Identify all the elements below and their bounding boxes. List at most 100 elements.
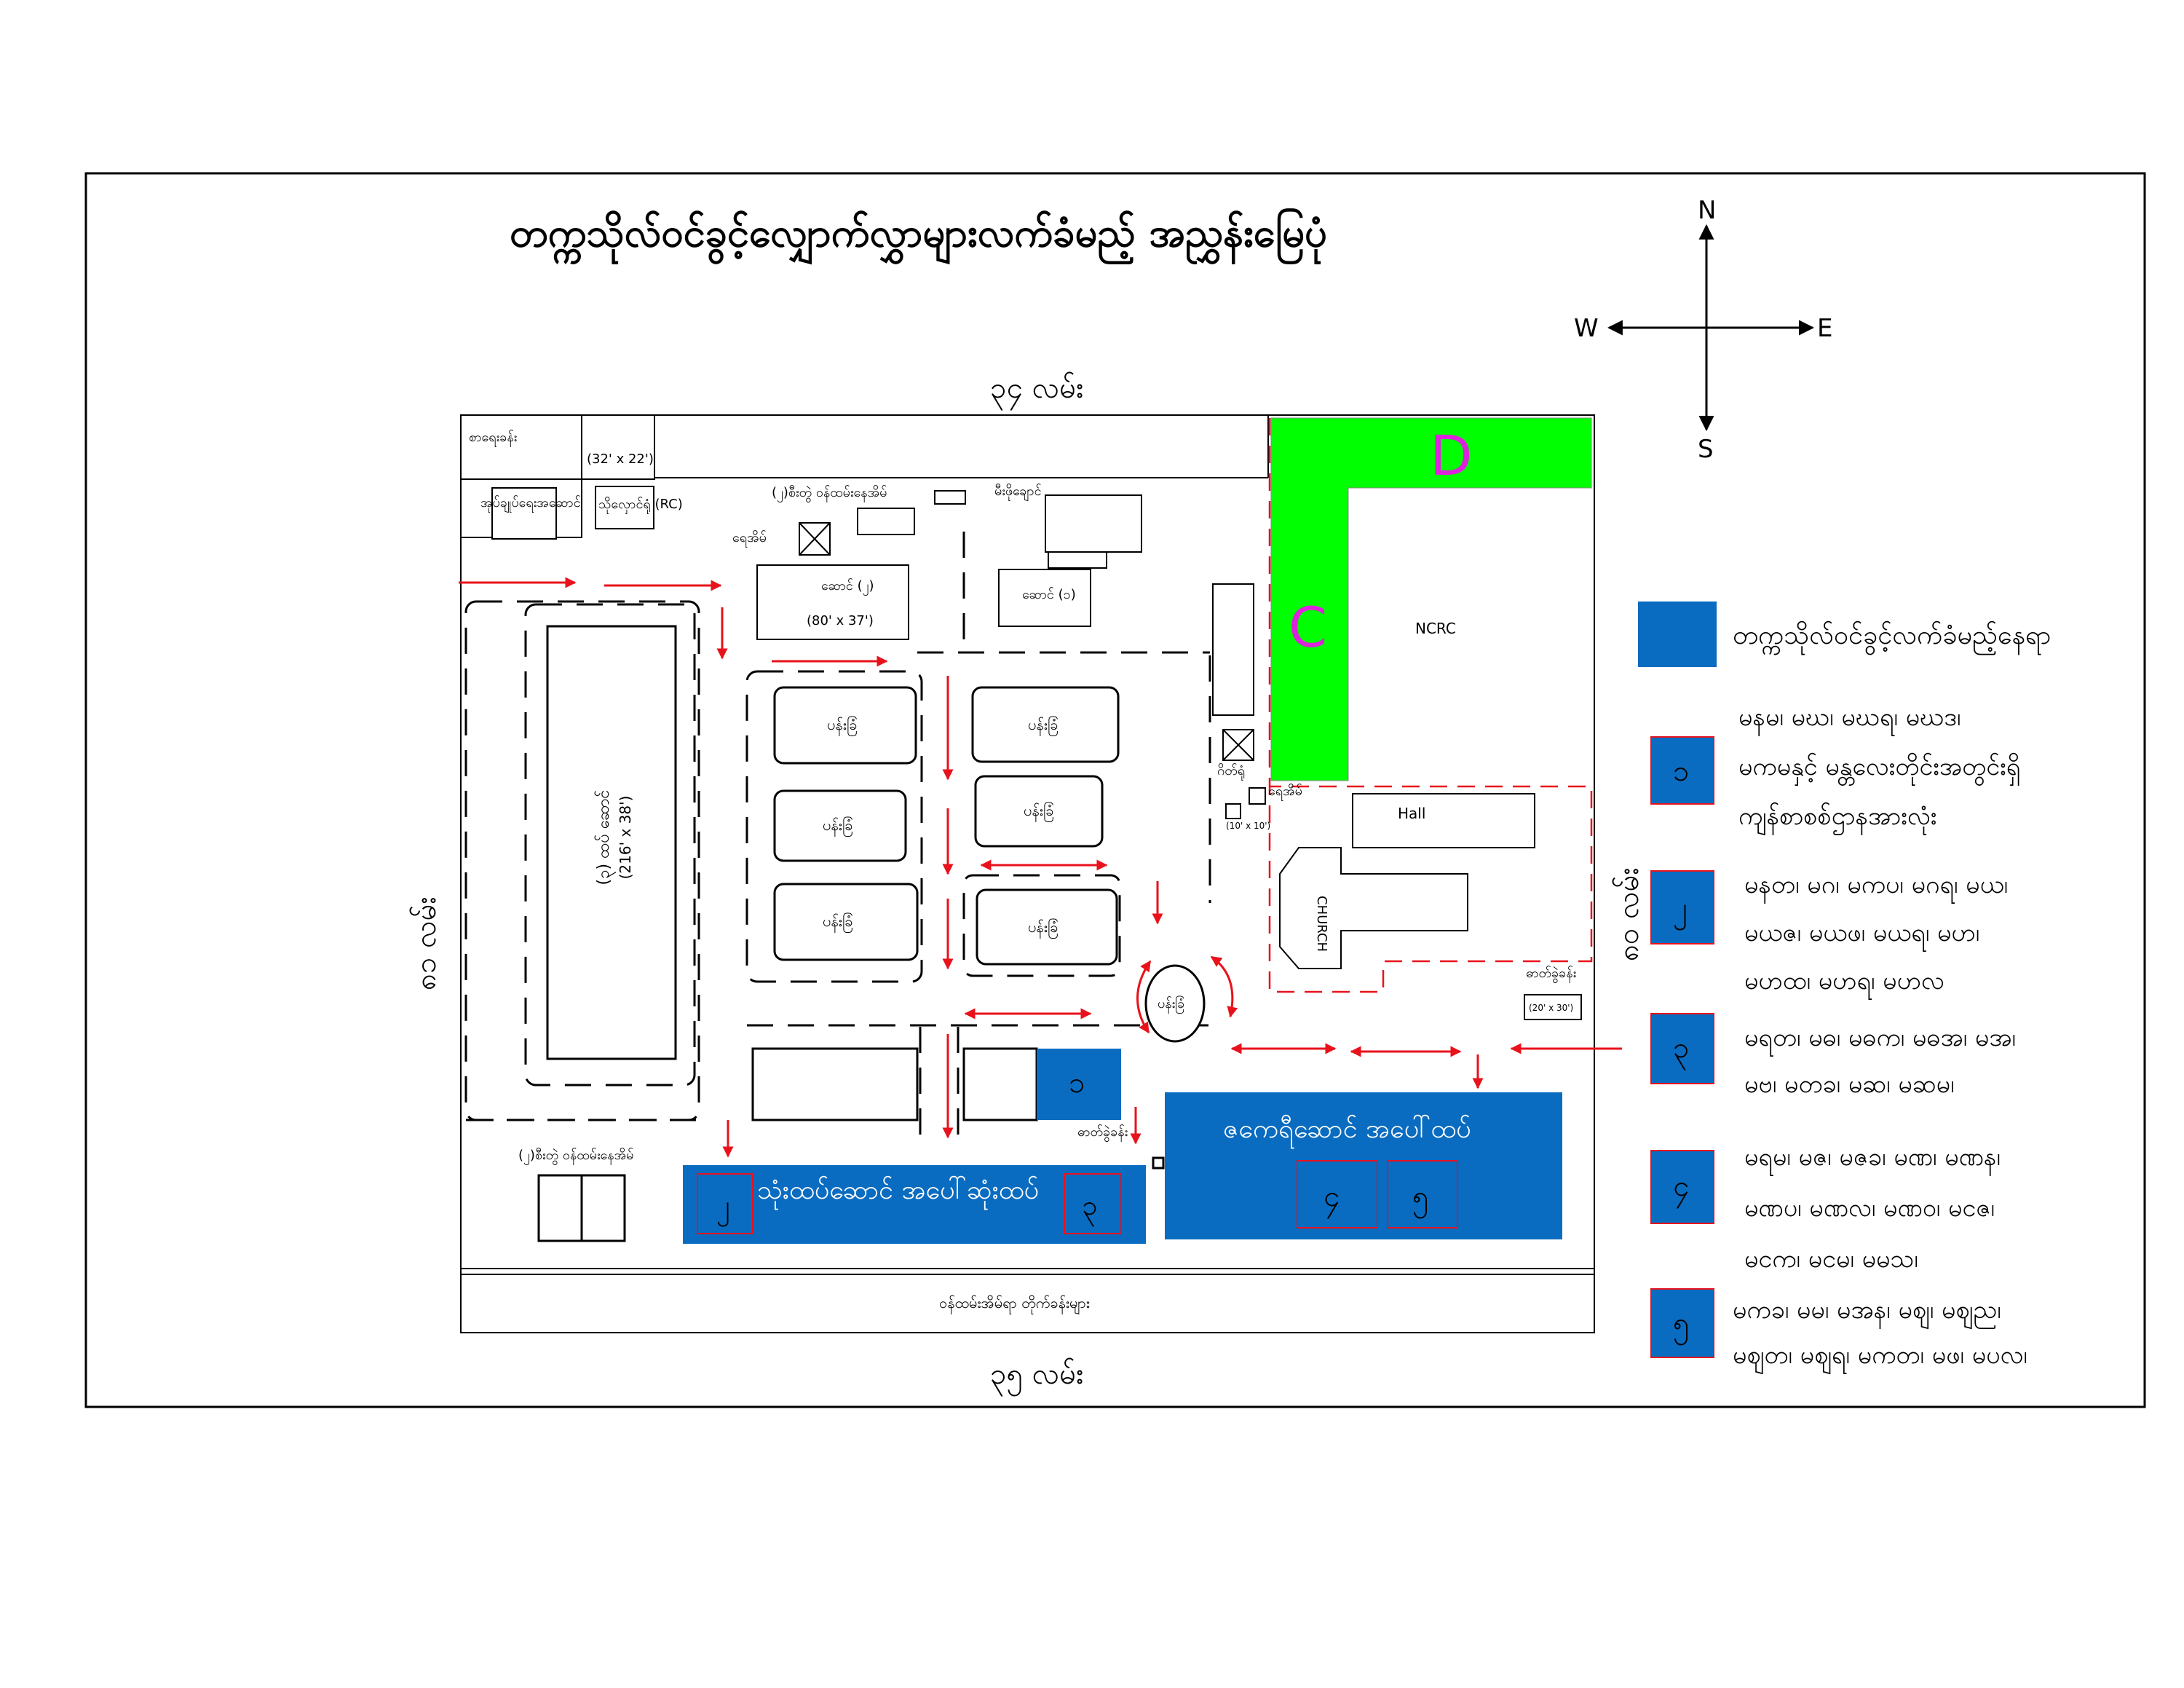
road-east-label: ၈၀ လမ်း	[1612, 867, 1645, 961]
blue-block-2-label: သုံးထပ်ဆောင် အပေါ်ဆုံးထပ်	[757, 1175, 1039, 1210]
zone-c-d-green	[1270, 417, 1592, 781]
garden-3-label: ပန်းခြံ	[823, 912, 852, 933]
garden-1-label: ပန်းခြံ	[827, 716, 857, 736]
inner-roads	[464, 532, 1211, 1136]
blue-block-3: ဇကေရီဆောင် အပေါ်ထပ် ၄ ၅	[1165, 1092, 1562, 1239]
building-hall-2	[756, 564, 909, 640]
garden-1	[773, 686, 917, 765]
building-topleft-c	[491, 487, 557, 540]
quarters-bottom-label: ဝန်ထမ်းအိမ်ရာ တိုက်ခန်းများ	[939, 1294, 1090, 1314]
legend-4-line-2: မဏပ၊ မဏလ၊ မဏဝ၊ မငဇ၊	[1744, 1194, 1995, 1223]
garden-6	[976, 888, 1118, 966]
label-guard: ဂိတ်ရုံ	[1217, 763, 1245, 781]
compass-rose	[1607, 224, 1815, 432]
garden-6-label: ပန်းခြံ	[1028, 918, 1058, 939]
label-kitchen: မီးဖိုချောင်	[994, 484, 1042, 501]
legend-4-line-3: မငက၊ မငမ၊ မမသ၊	[1744, 1245, 1918, 1274]
label-store: ဓာတ်ခွဲခန်း	[1526, 966, 1576, 983]
garden-3	[773, 883, 919, 961]
legend-box-1	[1650, 736, 1714, 805]
legend-1-line-1: မနမ၊ မဃ၊ မဃရ၊ မဃဒ၊	[1738, 703, 1961, 736]
garden-2	[773, 789, 907, 862]
label-hall-1: ဆောင် (၁)	[1022, 587, 1076, 602]
blue-block-3-label: ဇကေရီဆောင် အပေါ်ထပ်	[1223, 1114, 1471, 1149]
label-toilet-2: ရေအိမ်	[1268, 784, 1302, 801]
legend-box-3	[1650, 1013, 1714, 1084]
garden-4-label: ပန်းခြံ	[1028, 716, 1058, 736]
garden-5-label: ပန်းခြံ	[1024, 802, 1053, 822]
church-label: CHURCH	[1314, 896, 1329, 952]
compass-e: E	[1817, 314, 1832, 343]
building-bottom-left	[751, 1047, 919, 1121]
zone-d-label: D	[1430, 423, 1473, 488]
compass-n: N	[1698, 196, 1716, 225]
legend-boxes	[1638, 602, 1717, 1358]
blue-block-2-num-right: ၃	[1082, 1189, 1097, 1227]
legend-2-line-1: မနတ၊ မဂ၊ မကပ၊ မဂရ၊ မယ၊	[1744, 870, 2008, 904]
legend-2-line-2: မယဇ၊ မယဖ၊ မယရ၊ မဟ၊	[1744, 918, 1979, 952]
label-office: စာရေးခန်း	[469, 430, 517, 447]
legend-box-2	[1650, 870, 1714, 944]
building-rc	[595, 486, 654, 529]
building-32x22	[581, 414, 655, 480]
building-bottom-mid	[962, 1047, 1038, 1121]
road-west-label: ၈၁ လမ်း	[409, 896, 443, 990]
building-hall-1	[998, 569, 1091, 627]
blue-block-2-num-left: ၂	[716, 1189, 730, 1227]
legend-2-line-3: မဟထ၊ မဟရ၊ မဟလ	[1744, 966, 1944, 1000]
building-three-storey	[546, 625, 677, 1060]
small-box-c	[1152, 1156, 1165, 1170]
blue-block-1: ၁	[1037, 1049, 1121, 1120]
building-hall	[1352, 793, 1535, 848]
ncrc-label: NCRC	[1415, 620, 1456, 637]
legend-3-line-1: မရတ၊ မဓ၊ မဓက၊ မဓအ၊ မအ၊	[1744, 1023, 2016, 1057]
garden-5	[974, 775, 1104, 848]
blue-block-3-num-left: ၄	[1324, 1180, 1340, 1219]
blue-block-1-num: ၁	[1069, 1066, 1085, 1100]
legend-box-4	[1650, 1150, 1714, 1224]
building-church	[1279, 847, 1468, 969]
garden-4	[971, 686, 1120, 763]
label-80x37: (80' x 37')	[807, 613, 874, 628]
legend-key-box	[1638, 602, 1717, 667]
label-parking-top: (၂)စီးတွဲ ဝန်ထမ်းနေအိမ်	[772, 485, 887, 502]
legend-num-3: ၃	[1673, 1031, 1690, 1070]
legend-5-line-1: မကခ၊ မမ၊ မအန၊ မဈ၊ မဈည၊	[1733, 1295, 2001, 1329]
label-toilet: ရေအိမ်	[732, 530, 767, 548]
outer-frame	[84, 172, 2146, 1408]
label-parking-bottom: (၂)စီးတွဲ ဝန်ထမ်းနေအိမ်	[518, 1148, 633, 1165]
building-topleft-a	[460, 414, 582, 480]
label-rc: သိုလှောင်ရုံ (RC)	[598, 497, 683, 514]
building-three-storey-size: (216' x 38')	[617, 796, 634, 880]
legend-5-line-2: မဈတ၊ မဈရ၊ မကတ၊ မဖ၊ မပလ၊	[1733, 1341, 2027, 1374]
blue-block-3-num-right: ၅	[1412, 1180, 1429, 1219]
building-three-storey-label: (၃) ထပ် ဆောင်	[594, 790, 616, 886]
roundabout-label: ပန်းခြံ	[1158, 995, 1184, 1014]
small-box-a	[1225, 803, 1241, 819]
building-top-mid-b	[934, 490, 966, 505]
legend-num-4: ၄	[1673, 1170, 1690, 1209]
label-staff: အုပ်ချုပ်ရေးအဆောင်	[480, 495, 581, 513]
legend-4-line-1: မရမ၊ မဇ၊ မဇခ၊ မဏ၊ မဏန၊	[1744, 1143, 2001, 1176]
road-south-label: ၃၅ လမ်း	[990, 1357, 1083, 1397]
building-top-right-a	[1045, 494, 1142, 553]
building-east-small	[1524, 994, 1582, 1020]
legend-num-5: ၅	[1673, 1306, 1690, 1346]
legend-3-line-2: မဗ၊ မတခ၊ မဆ၊ မဆမ၊	[1744, 1070, 1954, 1099]
garden-2-label: ပန်းခြံ	[823, 816, 852, 837]
legend-num-1: ၁	[1673, 754, 1690, 788]
label-hall-2: ဆောင် (၂)	[821, 578, 874, 596]
hall-label: Hall	[1398, 805, 1425, 822]
small-box-b	[1249, 787, 1266, 805]
legend-num-2: ၂	[1673, 891, 1688, 931]
legend-key-label: တက္ကသိုလ်ဝင်ခွင့်လက်ခံမည့်နေရာ	[1733, 620, 2051, 655]
road-north-label: ၃၄ လမ်း	[990, 371, 1083, 411]
legend-1-line-2: မကမနှင့် မန္တလေးတိုင်းအတွင်းရှိ	[1738, 752, 2020, 786]
compass-w: W	[1574, 314, 1599, 343]
quarters-strip	[460, 1274, 1595, 1333]
map-title: တက္ကသိုလ်ဝင်ခွင့်လျှောက်လွှာများလက်ခံမည့…	[510, 209, 1327, 265]
blue-block-2: သုံးထပ်ဆောင် အပေါ်ဆုံးထပ် ၂ ၃	[683, 1165, 1146, 1244]
label-32x22: (32' x 22')	[587, 451, 654, 467]
label-small-b: (20' x 30')	[1529, 1003, 1573, 1013]
